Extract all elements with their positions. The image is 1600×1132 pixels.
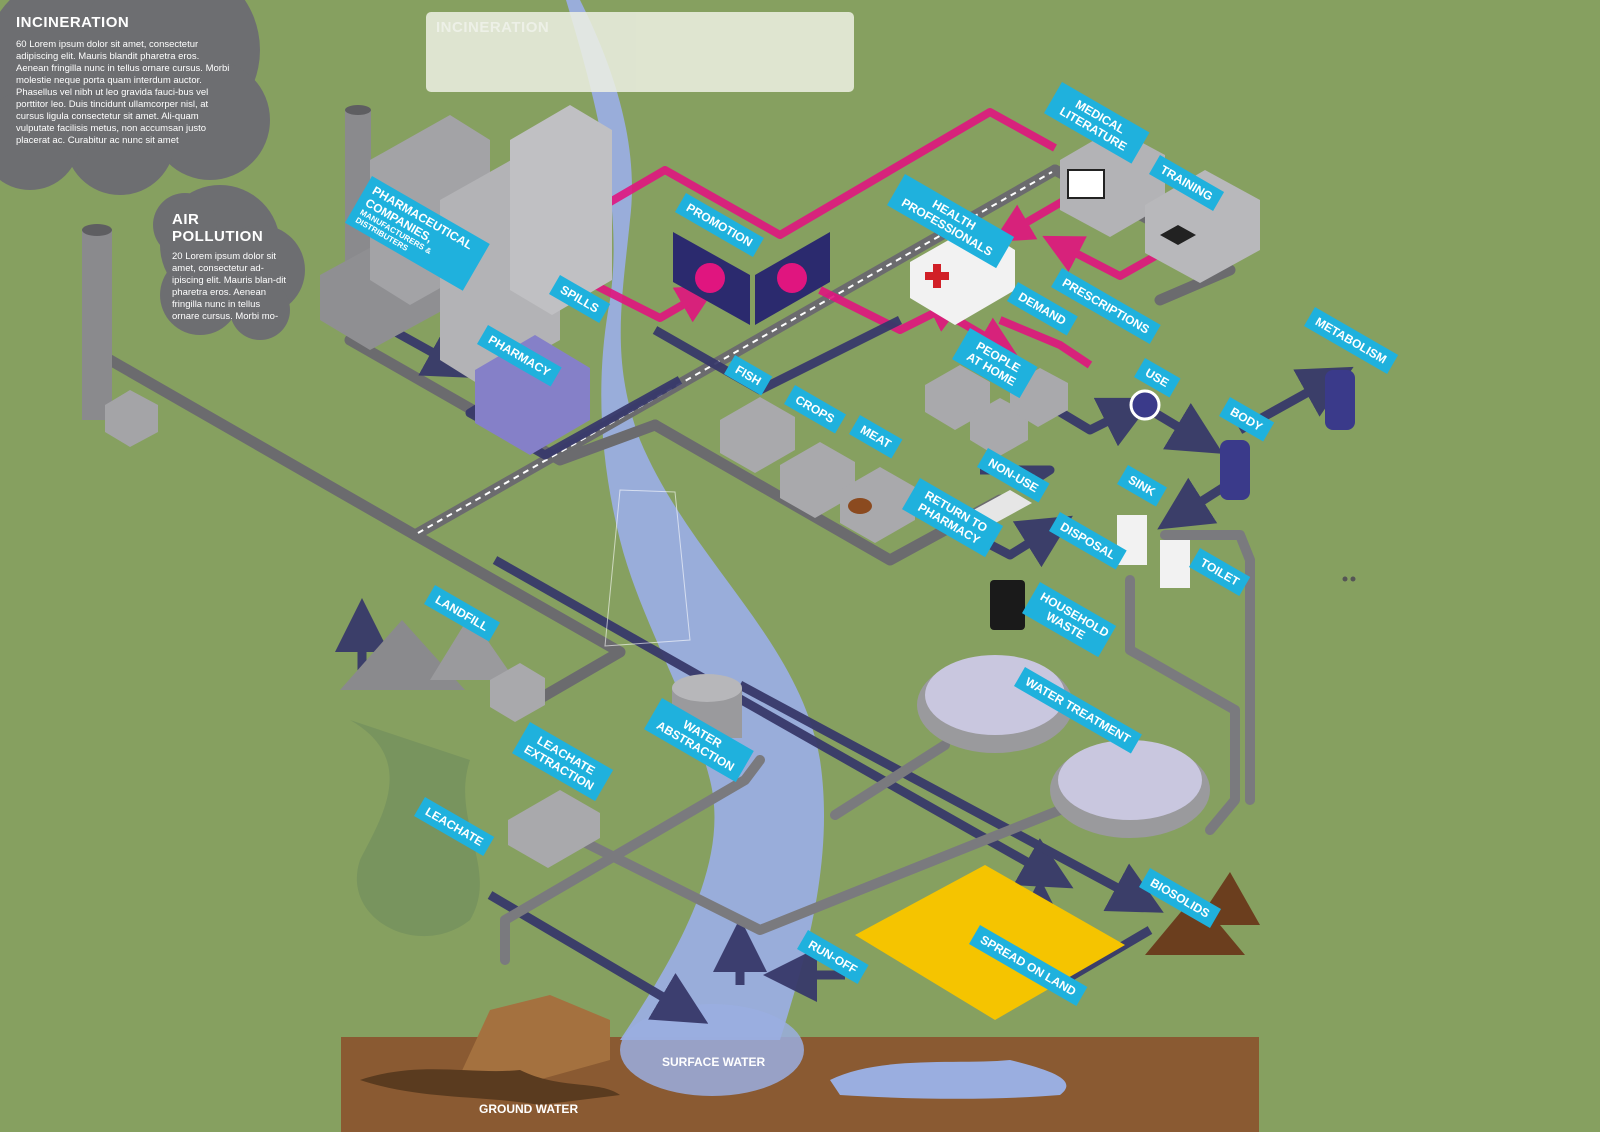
underground-lake <box>830 1060 1067 1099</box>
landfill-house <box>490 663 545 722</box>
incineration-title: INCINERATION <box>16 14 130 31</box>
library-building <box>1060 128 1165 237</box>
leachate-plume <box>350 720 480 937</box>
waste-bin-icon <box>990 580 1025 630</box>
people-at-home-houses <box>925 365 1068 457</box>
air-pollution-cloud-text: AIR POLLUTION 20 Lorem ipsum dolor sit a… <box>172 211 290 323</box>
leachate-extraction-building <box>508 790 600 868</box>
groundwater-pools <box>360 1069 620 1105</box>
label-surface-water: SURFACE WATER <box>662 1055 766 1069</box>
air-pollution-title: AIR POLLUTION <box>172 211 264 245</box>
air-pollution-body: 20 Lorem ipsum dolor sit amet, consectet… <box>172 251 287 322</box>
food-source-houses <box>720 397 915 543</box>
incineration-cloud-text: INCINERATION 60 Lorem ipsum dolor sit am… <box>16 14 231 147</box>
burger-icon <box>848 498 872 514</box>
promotion-burst-icon <box>777 263 807 293</box>
surface-water-pool <box>620 1004 804 1096</box>
landfill-mound <box>340 620 465 690</box>
rock-outcrop <box>460 995 610 1085</box>
info-box-title: INCINERATION <box>436 19 550 36</box>
incineration-info-box: INCINERATION <box>426 12 854 92</box>
incineration-body: 60 Lorem ipsum dolor sit amet, consectet… <box>16 39 230 146</box>
incineration-cloud <box>0 0 270 195</box>
river <box>566 0 825 1040</box>
incinerator-house <box>105 390 158 447</box>
landfill-mound <box>430 615 515 680</box>
smokestack-left <box>82 230 112 420</box>
metabolism-figure-icon <box>1325 370 1355 430</box>
graduation-cap-icon <box>1160 225 1196 245</box>
pharmacy-building <box>475 335 590 455</box>
toilet-icon <box>1160 540 1190 588</box>
label-ground-water: GROUND WATER <box>479 1102 579 1116</box>
book-icon <box>1067 169 1105 199</box>
water-treatment-tanks <box>917 655 1210 838</box>
use-pill-icon <box>1129 389 1161 421</box>
promotion-burst-icon <box>695 263 725 293</box>
outline-frame <box>604 489 691 647</box>
air-pollution-cloud <box>153 185 305 340</box>
body-figure-icon <box>1220 440 1250 500</box>
pipework <box>500 530 1255 965</box>
training-building <box>1145 170 1260 283</box>
